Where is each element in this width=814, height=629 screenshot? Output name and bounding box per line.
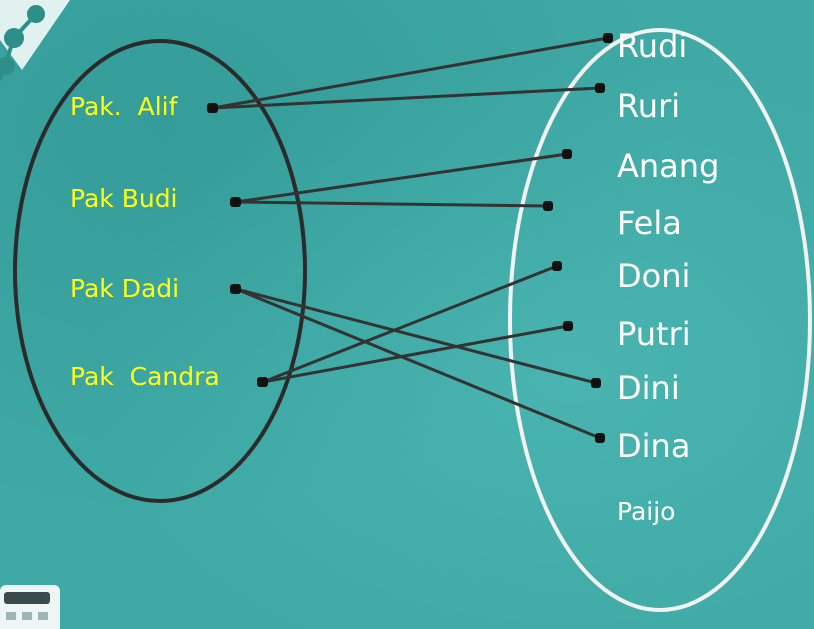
- arrow-tip-1: [595, 83, 605, 93]
- arrow-3: [235, 200, 549, 208]
- arrow-start-dot-3: [257, 377, 268, 387]
- codomain-item-rudi: Rudi: [617, 27, 688, 65]
- arrow-1: [212, 86, 601, 110]
- arrow-5: [235, 287, 601, 440]
- domain-item-dadi: Pak Dadi: [70, 274, 180, 303]
- arrow-4: [235, 287, 597, 385]
- domain-item-budi: Pak Budi: [70, 184, 178, 213]
- arrow-tip-3: [543, 201, 553, 211]
- codomain-item-putri: Putri: [617, 315, 691, 353]
- domain-item-alif: Pak. Alif: [70, 92, 178, 121]
- mapping-arrows: [207, 33, 613, 443]
- codomain-item-doni: Doni: [617, 257, 691, 295]
- codomain-item-dina: Dina: [617, 427, 691, 465]
- codomain-item-ruri: Ruri: [617, 87, 681, 125]
- arrow-start-dot-2: [230, 284, 241, 294]
- domain-oval: [13, 39, 307, 503]
- arrow-tip-7: [563, 321, 573, 331]
- codomain-item-paijo: Paijo: [617, 497, 676, 526]
- arrow-tip-4: [591, 378, 601, 388]
- arrow-tip-2: [562, 149, 572, 159]
- calculator-icon: [0, 585, 60, 629]
- codomain-item-anang: Anang: [617, 147, 720, 185]
- arrow-tip-0: [603, 33, 613, 43]
- codomain-item-dini: Dini: [617, 369, 680, 407]
- codomain-item-fela: Fela: [617, 204, 682, 242]
- arrow-0: [212, 36, 609, 110]
- domain-item-candra: Pak Candra: [70, 362, 220, 391]
- arrow-tip-6: [552, 261, 562, 271]
- arrow-6: [262, 264, 558, 384]
- arrow-7: [262, 324, 569, 384]
- arrow-tip-5: [595, 433, 605, 443]
- arrow-start-dot-0: [207, 103, 218, 113]
- codomain-oval: [508, 28, 812, 612]
- corner-decoration-icon: [0, 0, 70, 81]
- arrow-2: [235, 152, 568, 204]
- arrow-start-dot-1: [230, 197, 241, 207]
